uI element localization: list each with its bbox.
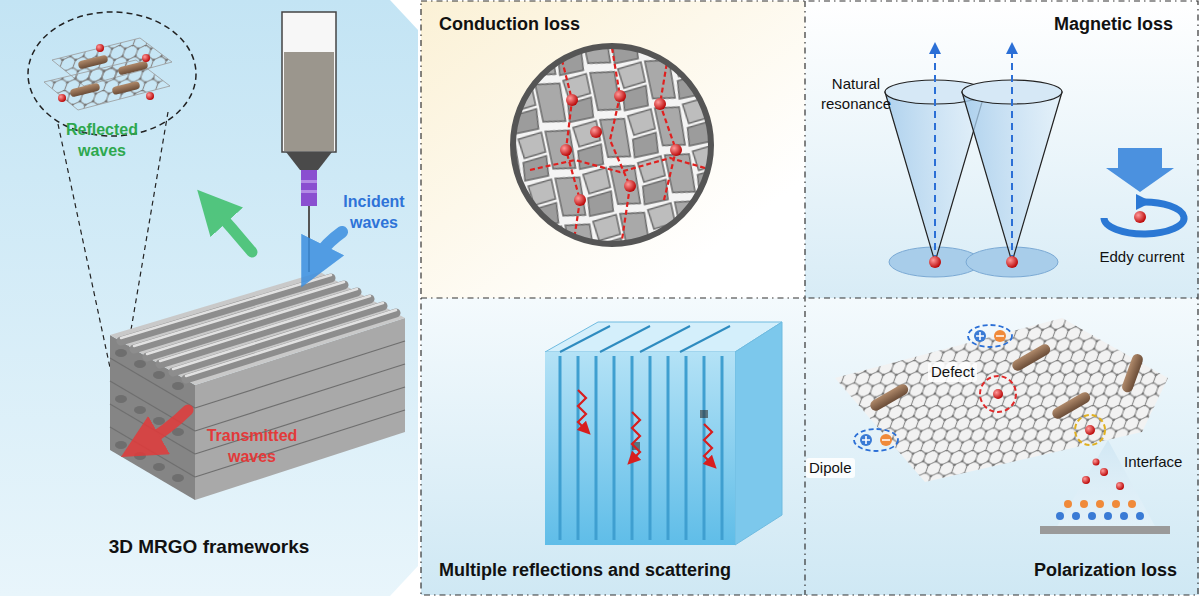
graphene-sheet — [835, 318, 1170, 534]
conduction-network — [513, 46, 711, 244]
syringe — [282, 12, 336, 272]
wave-arrows — [140, 206, 342, 446]
woodpile-framework — [110, 272, 405, 500]
wave-label: Incident waves — [332, 192, 416, 234]
wave-label: Transmitted waves — [192, 426, 312, 468]
reflection-panel: Multiple reflections and scattering — [421, 298, 805, 595]
framework-panel: 3D MRGO frameworks — [0, 0, 418, 596]
magnetic-loss-art — [885, 48, 1184, 277]
wave-label: Reflected waves — [52, 120, 152, 162]
mechanism-label: Natural resonance — [808, 74, 904, 113]
polarization-panel: Polarization loss — [805, 298, 1199, 595]
panel-title: 3D MRGO frameworks — [109, 536, 310, 558]
conduction-panel: Conduction loss — [421, 1, 805, 298]
panel-title: Magnetic loss — [1054, 14, 1173, 35]
panel-title: Conduction loss — [439, 14, 580, 35]
mechanism-label: Eddy current — [1088, 247, 1196, 267]
mechanism-label: Interface — [1124, 452, 1182, 472]
porous-block — [545, 322, 782, 545]
mechanism-label: Defect — [928, 362, 977, 382]
mechanism-label: Dipole — [806, 458, 855, 478]
panel-title: Polarization loss — [1034, 560, 1177, 581]
panel-title: Multiple reflections and scattering — [439, 560, 731, 581]
